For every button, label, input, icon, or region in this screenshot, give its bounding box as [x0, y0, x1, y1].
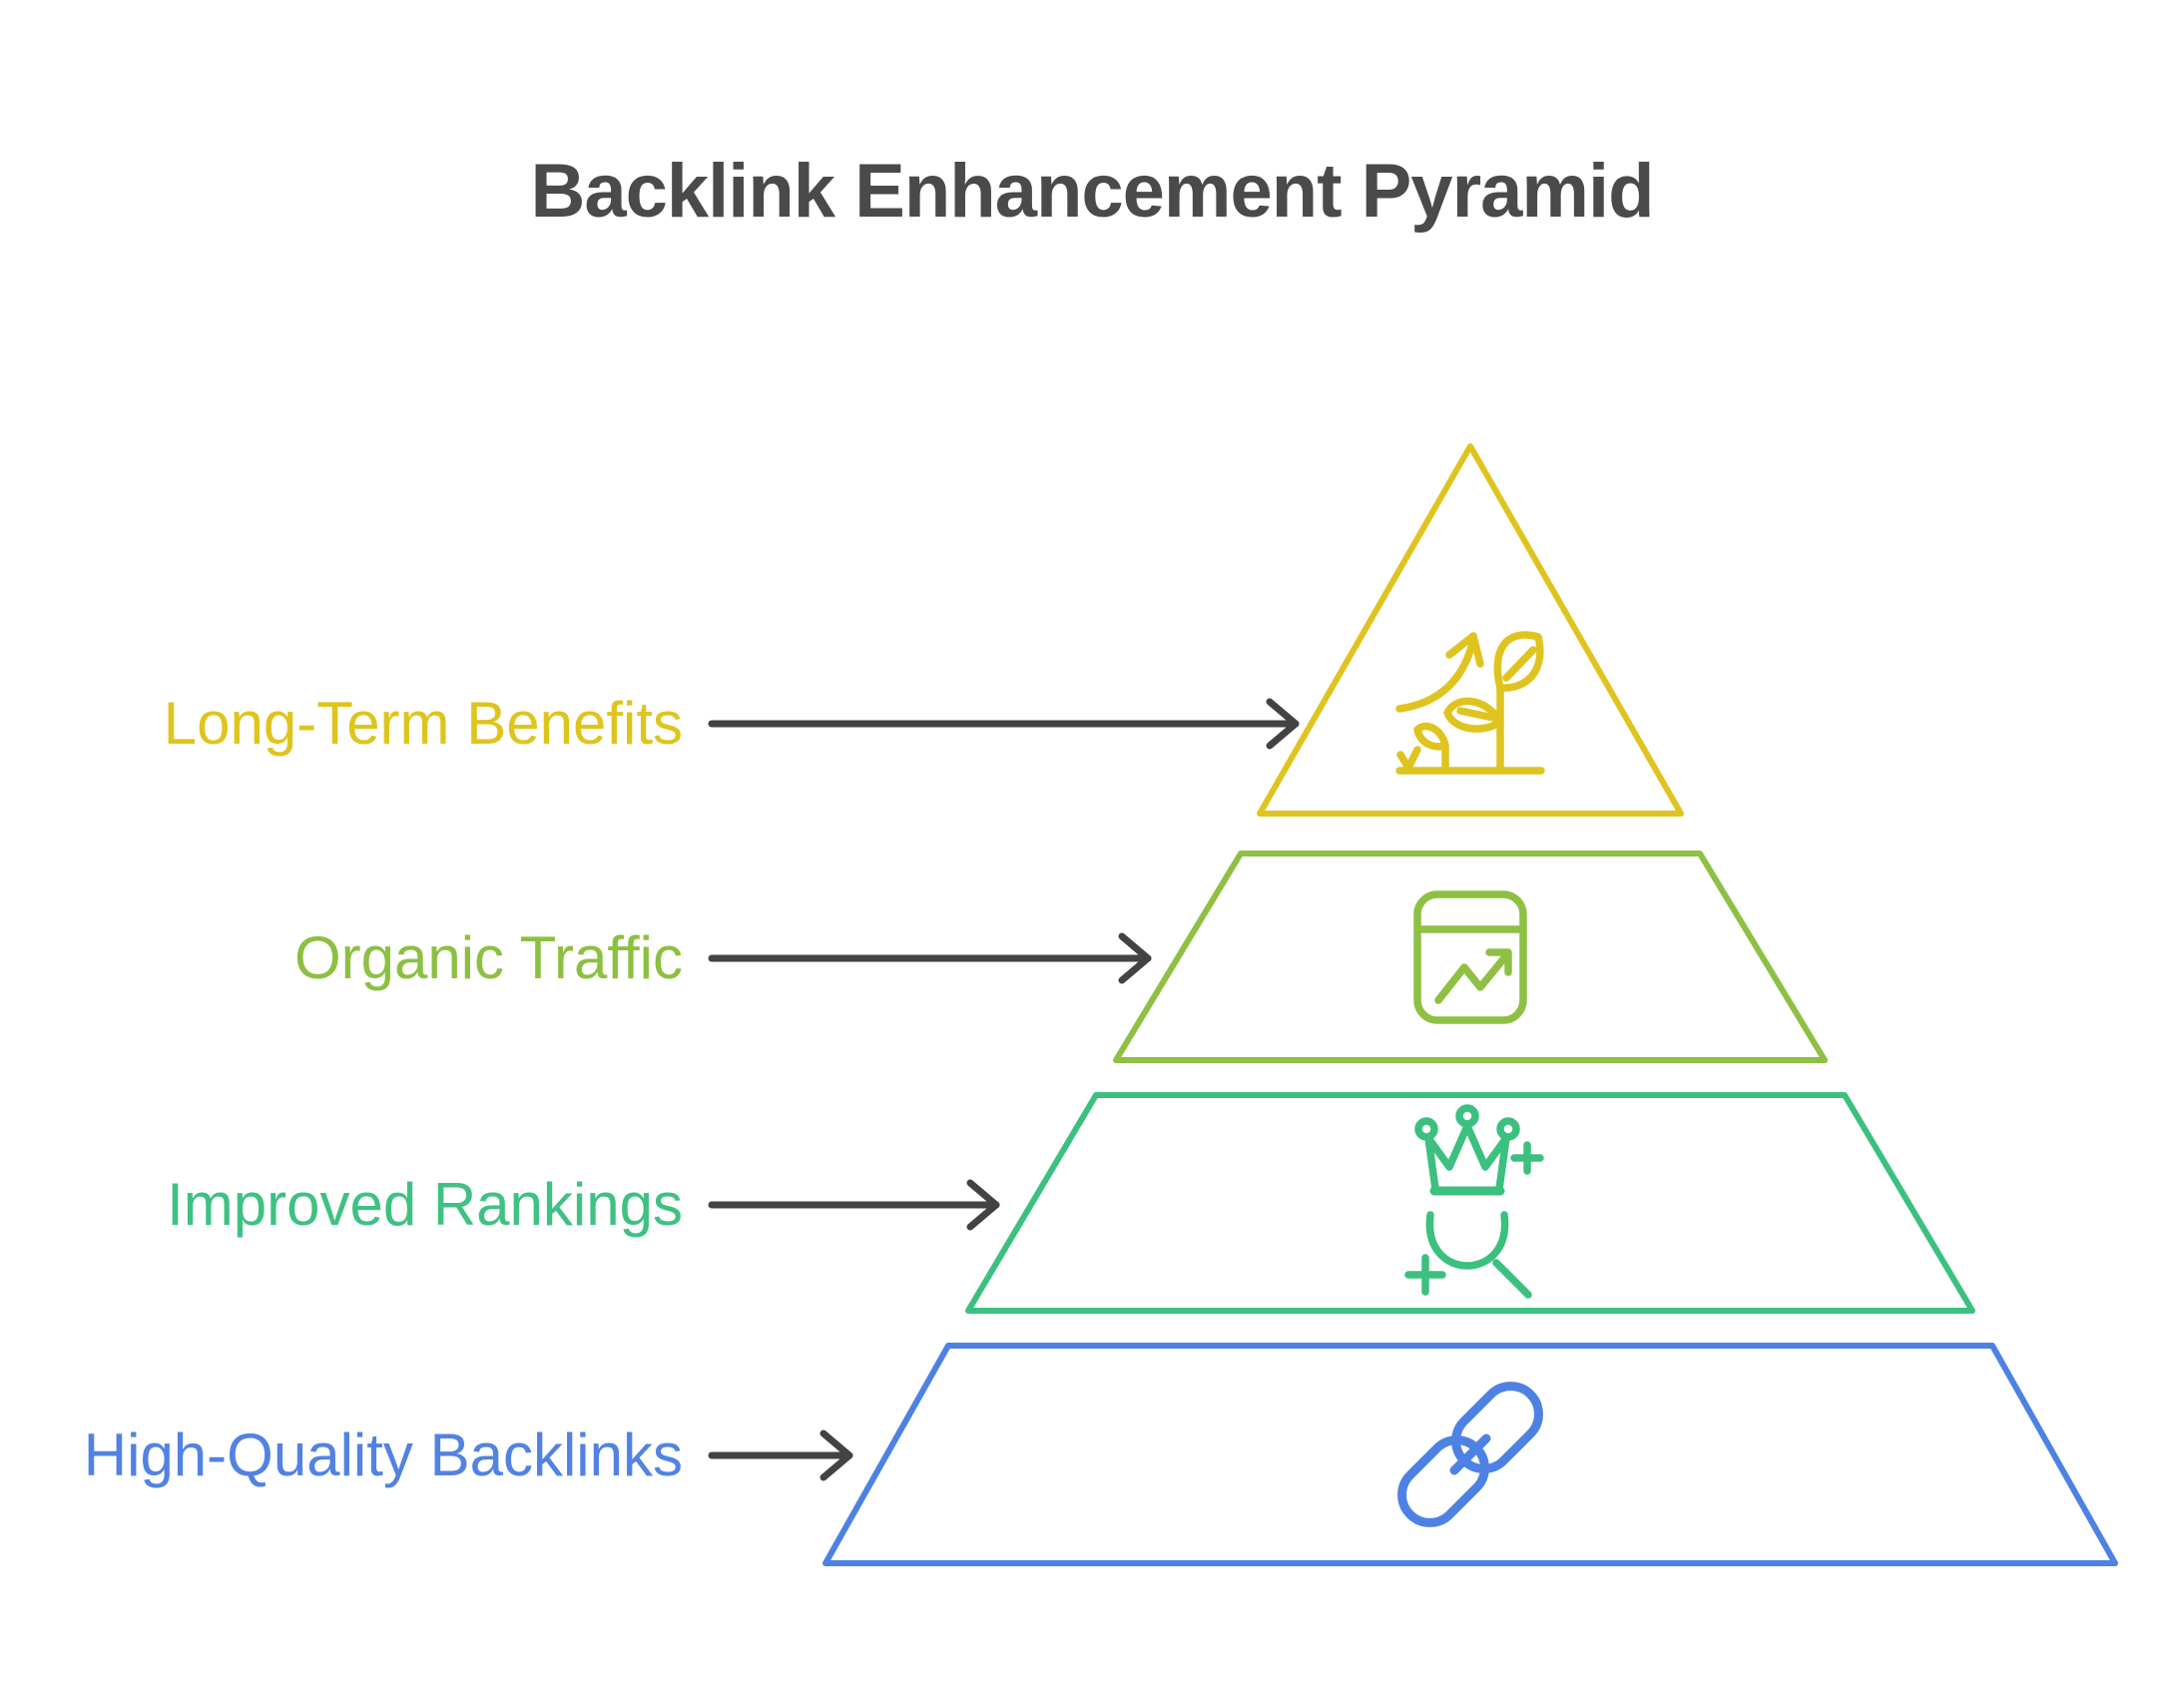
- growth-plant-icon: [1395, 631, 1545, 775]
- tier-improved-rankings: [965, 1092, 1975, 1314]
- label-improved-rankings: Improved Rankings: [167, 1171, 683, 1238]
- label-high-quality-backlinks: High-Quality Backlinks: [83, 1422, 683, 1488]
- tier-high-quality-backlinks: [822, 1343, 2118, 1566]
- tier-long-term-benefits: [1257, 443, 1684, 817]
- analytics-chart-icon: [1413, 890, 1527, 1024]
- tier-organic-traffic: [1113, 851, 1828, 1063]
- chain-link-icon: [1397, 1382, 1543, 1527]
- arrow-improved-rankings: [708, 1179, 1000, 1231]
- label-long-term-benefits: Long-Term Benefits: [163, 690, 683, 757]
- label-organic-traffic: Organic Traffic: [293, 924, 683, 991]
- arrow-organic-traffic: [708, 932, 1152, 984]
- arrow-high-quality-backlinks: [708, 1429, 853, 1481]
- arrow-long-term-benefits: [708, 698, 1300, 750]
- crown-search-icon: [1404, 1104, 1544, 1299]
- diagram-title: Backlink Enhancement Pyramid: [530, 149, 1654, 234]
